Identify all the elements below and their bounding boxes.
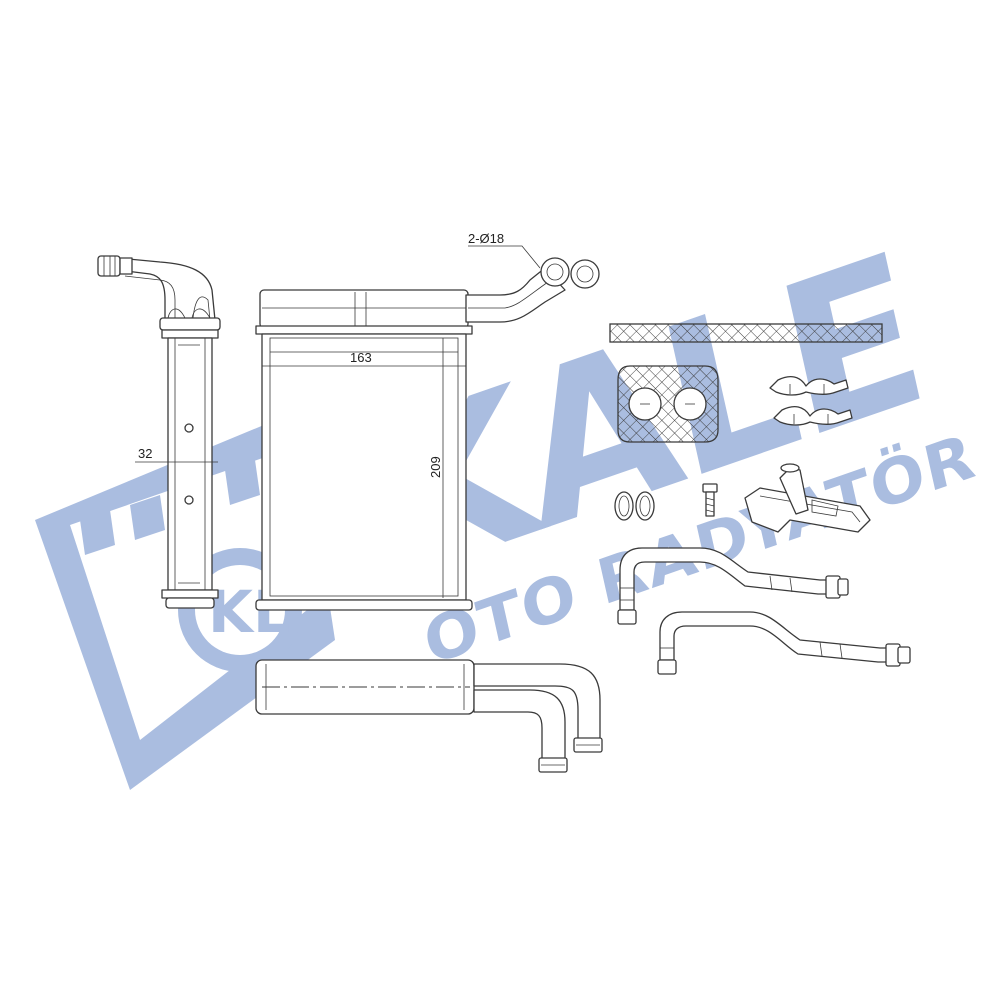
pipe-diameter-label: 2-Ø18	[468, 231, 504, 246]
height-dimension: 209	[428, 456, 443, 478]
depth-dimension: 32	[138, 446, 152, 461]
bolt	[702, 483, 718, 517]
hose-upper	[617, 547, 849, 625]
side-view: 32	[97, 255, 221, 609]
front-view: 163 209 2-Ø18	[255, 231, 600, 611]
pipe-clip-upper	[769, 375, 849, 396]
gasket-pad	[617, 365, 719, 443]
top-view	[255, 659, 603, 773]
gasket-strip	[609, 323, 883, 343]
width-dimension: 163	[350, 350, 372, 365]
hose-lower	[657, 611, 911, 675]
o-rings	[614, 491, 655, 521]
mounting-bracket	[744, 463, 871, 533]
pipe-clip-lower	[773, 405, 853, 426]
diameter-leader-line	[468, 245, 541, 269]
accessories	[609, 323, 911, 675]
